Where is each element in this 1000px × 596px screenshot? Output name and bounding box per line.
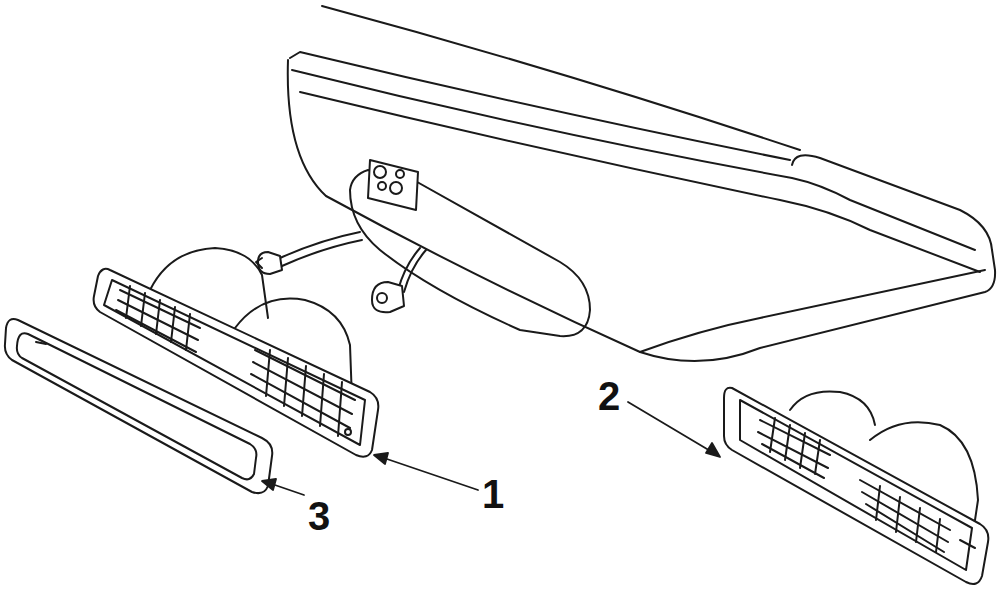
callout-number: 2 bbox=[598, 376, 620, 416]
bumper-cover bbox=[288, 6, 995, 361]
callout-number: 3 bbox=[308, 496, 330, 536]
bulbs bbox=[256, 232, 426, 312]
park-lamp-assembly bbox=[724, 388, 988, 584]
callout-number: 1 bbox=[482, 474, 504, 514]
bezel bbox=[5, 319, 272, 493]
